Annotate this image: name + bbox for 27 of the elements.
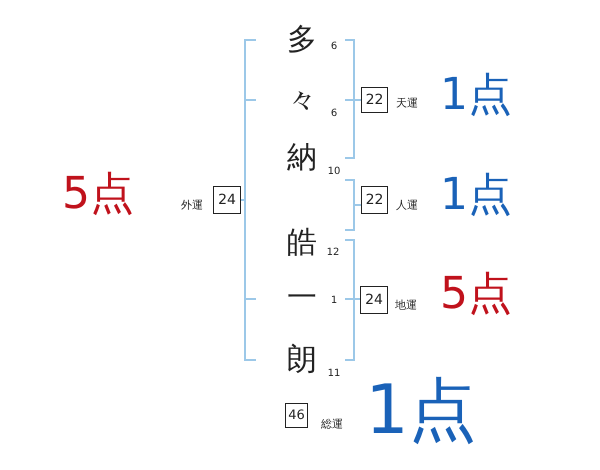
name-character: 多 xyxy=(287,25,317,55)
fortune-label: 天運 xyxy=(396,98,418,108)
score-text: 1点 xyxy=(365,377,477,445)
name-character: 朗 xyxy=(287,345,317,375)
score-text: 1点 xyxy=(440,173,512,217)
name-character: 皓 xyxy=(287,228,317,258)
number-box: 24 xyxy=(360,286,388,314)
stroke-count: 11 xyxy=(328,369,340,379)
score-text: 5点 xyxy=(62,172,134,216)
score-text: 1点 xyxy=(440,73,512,117)
number-box: 22 xyxy=(361,186,388,214)
fortune-label: 地運 xyxy=(395,300,417,310)
number-box: 24 xyxy=(213,186,241,214)
name-character: 納 xyxy=(287,143,317,173)
stroke-count: 1 xyxy=(330,296,338,306)
stroke-count: 6 xyxy=(330,109,338,119)
name-character: 々 xyxy=(287,86,317,116)
fortune-label: 総運 xyxy=(321,418,343,430)
fortune-label: 人運 xyxy=(396,200,418,210)
stroke-count: 6 xyxy=(330,42,338,52)
stroke-count: 10 xyxy=(328,167,340,177)
fortune-label: 外運 xyxy=(181,200,203,210)
number-box: 22 xyxy=(361,87,388,113)
stroke-count: 12 xyxy=(326,248,340,258)
name-character: 一 xyxy=(287,283,317,313)
score-text: 5点 xyxy=(440,272,512,316)
number-box: 46 xyxy=(285,403,308,428)
